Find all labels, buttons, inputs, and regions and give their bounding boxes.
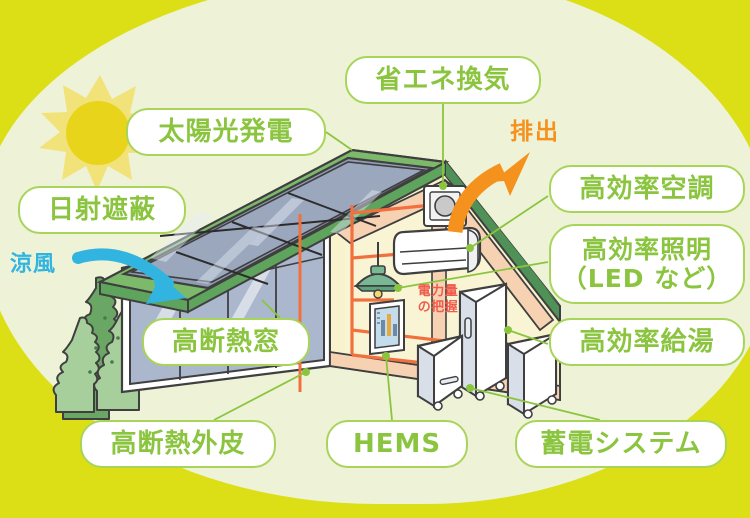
air-conditioner-unit <box>392 226 482 276</box>
leader-dots <box>302 182 512 392</box>
breeze-arrow <box>72 248 186 304</box>
label-solar-power[interactable]: 太陽光発電 <box>126 108 326 156</box>
exhaust-arrow <box>447 152 530 234</box>
label-high-insulation-envelope[interactable]: 高断熱外皮 <box>80 420 276 468</box>
appliance-low-box <box>416 334 464 411</box>
storage-battery-unit <box>506 332 558 419</box>
label-high-efficiency-water-heater[interactable]: 高効率給湯 <box>549 318 745 366</box>
label-high-efficiency-hvac[interactable]: 高効率空調 <box>549 165 745 213</box>
callout-cool-breeze: 涼風 <box>10 252 57 277</box>
label-hems[interactable]: HEMS <box>326 420 468 468</box>
callout-exhaust: 排出 <box>510 119 560 145</box>
leader-lines <box>213 104 601 421</box>
label-energy-saving-ventilation[interactable]: 省エネ換気 <box>345 56 541 104</box>
callout-power-monitoring: 電力量 の把握 <box>417 284 459 316</box>
label-high-insulation-window[interactable]: 高断熱窓 <box>142 318 310 366</box>
solar-panel-array <box>120 156 436 290</box>
sun-icon <box>39 75 157 191</box>
water-heater-tank <box>458 282 508 401</box>
hems-monitor-display <box>369 298 405 356</box>
label-solar-shading[interactable]: 日射遮蔽 <box>18 186 186 234</box>
label-high-efficiency-lighting[interactable]: 高効率照明 （LED など） <box>549 224 745 304</box>
label-storage-battery-system[interactable]: 蓄電システム <box>515 420 727 468</box>
